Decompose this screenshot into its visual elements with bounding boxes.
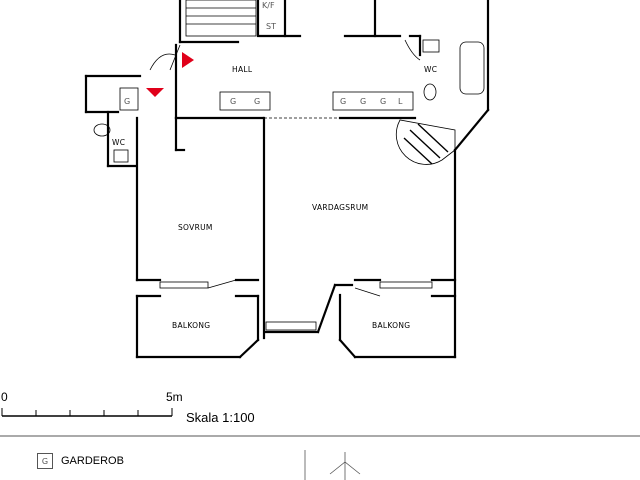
- stairs: [185, 0, 257, 37]
- room-sovrum: SOVRUM: [178, 223, 213, 232]
- wardrobe-mark: G: [340, 97, 346, 106]
- wardrobe-mark: G: [360, 97, 366, 106]
- north-arrow-icon: [329, 452, 361, 480]
- scale-label: Skala 1:100: [186, 410, 255, 425]
- sink-icon: [113, 149, 129, 163]
- legend-text: GARDEROB: [61, 455, 124, 467]
- wardrobe-mark: G: [230, 97, 236, 106]
- room-hall: HALL: [232, 65, 253, 74]
- wall: [316, 283, 337, 334]
- label-st: ST: [266, 22, 276, 31]
- wall: [238, 338, 260, 359]
- stair-well: [395, 119, 456, 165]
- scale-bar: [1, 408, 173, 417]
- room-wc-right: WC: [424, 65, 437, 74]
- window: [159, 281, 209, 289]
- toilet-icon: [423, 83, 437, 101]
- room-vardagsrum: VARDAGSRUM: [312, 203, 368, 212]
- legend-symbol: G: [37, 453, 53, 469]
- window: [265, 321, 317, 331]
- door-swing: [354, 287, 381, 297]
- window: [379, 281, 433, 289]
- wall: [453, 108, 490, 152]
- wall: [338, 338, 357, 359]
- door-swing: [404, 39, 421, 61]
- scale-start: 0: [1, 390, 8, 404]
- bathtub-icon: [459, 41, 485, 95]
- entrance-arrow-icon: [182, 52, 194, 68]
- wardrobe-mark: G: [124, 97, 130, 106]
- wardrobe-mark: G: [380, 97, 386, 106]
- wardrobe-mark: L: [398, 97, 403, 106]
- door-swing: [149, 44, 181, 71]
- room-wc-left: WC: [112, 138, 125, 147]
- wardrobe: [119, 87, 139, 111]
- legend: G GARDEROB: [37, 453, 124, 469]
- wardrobe: [219, 91, 271, 111]
- entrance-arrow-icon: [146, 88, 164, 97]
- wardrobe-mark: G: [254, 97, 260, 106]
- wardrobe: [332, 91, 414, 111]
- sink-icon: [422, 39, 440, 53]
- door-swing: [207, 279, 237, 289]
- room-balkong-right: BALKONG: [372, 321, 410, 330]
- scale-end: 5m: [166, 390, 183, 404]
- toilet-icon: [93, 123, 111, 137]
- label-kf: K/F: [262, 1, 275, 10]
- room-balkong-left: BALKONG: [172, 321, 210, 330]
